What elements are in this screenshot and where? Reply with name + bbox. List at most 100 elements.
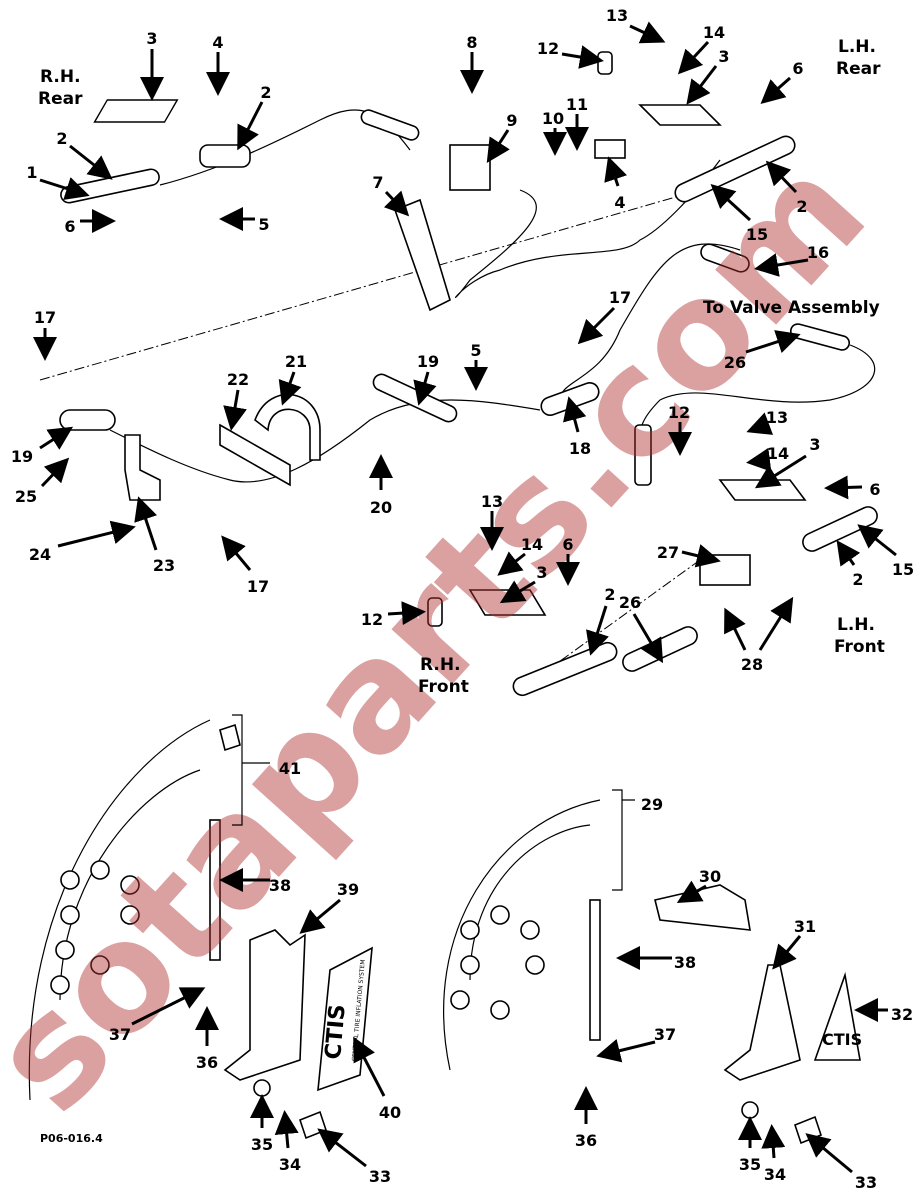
decal-32 — [813, 971, 861, 1061]
rh-rear-plate — [93, 99, 179, 123]
callout-29: 29 — [641, 795, 663, 814]
callout-arrow-3 — [499, 580, 536, 604]
callout-arrow-15 — [857, 524, 897, 557]
callout-20: 20 — [370, 498, 392, 517]
callout-arrow-31 — [772, 935, 802, 970]
decal-40-logo: CTIS — [321, 1003, 351, 1060]
callout-12: 12 — [361, 610, 383, 629]
callout-12: 12 — [537, 39, 559, 58]
callout-6: 6 — [792, 59, 803, 78]
callout-17: 17 — [609, 288, 631, 307]
callout-arrow-2 — [586, 605, 609, 656]
callout-38: 38 — [269, 876, 291, 895]
callout-arrow-4 — [604, 156, 628, 187]
tube-38-right — [589, 899, 601, 1041]
label-rh-rear-1: R.H. — [40, 67, 81, 87]
lh-rear-tube — [674, 135, 796, 203]
callout-8: 8 — [466, 33, 477, 52]
callout-arrow-17 — [577, 306, 616, 345]
callout-13: 13 — [766, 408, 788, 427]
bracket-30 — [654, 884, 751, 931]
callout-arrow-28b — [758, 596, 794, 651]
callout-13: 13 — [481, 492, 503, 511]
lh-rear-plate — [638, 104, 722, 126]
callout-5: 5 — [470, 341, 481, 360]
callout-2: 2 — [796, 197, 807, 216]
callout-arrow-33 — [317, 1128, 367, 1168]
callout-40: 40 — [379, 1103, 401, 1122]
callout-17: 17 — [247, 577, 269, 596]
rh-rear-clamp — [199, 144, 251, 168]
callout-37: 37 — [654, 1025, 676, 1044]
callout-5: 5 — [258, 215, 269, 234]
callout-19: 19 — [417, 352, 439, 371]
callout-arrow-14 — [677, 40, 710, 75]
callout-arrow-26 — [632, 613, 664, 664]
callout-arrow-3 — [686, 65, 718, 105]
callout-3: 3 — [146, 29, 157, 48]
callout-38: 38 — [674, 953, 696, 972]
callout-arrow-17 — [221, 535, 252, 571]
callout-14: 14 — [521, 535, 543, 554]
callout-arrow-25 — [40, 457, 70, 488]
callout-34: 34 — [764, 1165, 786, 1184]
callout-arrow-19 — [413, 371, 437, 406]
strip-22 — [219, 423, 291, 487]
hose-26-upper — [789, 323, 851, 351]
callout-41: 41 — [279, 759, 301, 778]
callout-7: 7 — [372, 173, 383, 192]
callout-35: 35 — [251, 1135, 273, 1154]
callout-arrow-39 — [299, 898, 341, 934]
air-hose-valve — [559, 243, 741, 401]
hose-26-front — [622, 626, 698, 672]
callout-27: 27 — [657, 543, 679, 562]
callout-14: 14 — [703, 23, 725, 42]
callout-24: 24 — [29, 545, 51, 564]
bracket-29 — [612, 789, 635, 891]
callout-35: 35 — [739, 1155, 761, 1174]
callout-16: 16 — [807, 243, 829, 262]
clamp-21 — [254, 393, 321, 461]
callout-arrow-6 — [824, 475, 863, 500]
callout-3: 3 — [809, 435, 820, 454]
centerline-upper — [39, 189, 701, 381]
label-lh-front-2: Front — [834, 637, 885, 657]
callout-32: 32 — [891, 1005, 913, 1024]
callout-37: 37 — [109, 1025, 131, 1044]
callout-9: 9 — [506, 111, 517, 130]
callout-15: 15 — [892, 560, 914, 579]
callout-36: 36 — [196, 1053, 218, 1072]
callout-arrow-3 — [754, 454, 807, 489]
callout-36: 36 — [575, 1131, 597, 1150]
callout-arrow-18 — [563, 396, 587, 433]
callout-arrow-24 — [57, 520, 136, 548]
clamp-19-left — [59, 409, 116, 431]
rh-rear-tube — [60, 168, 160, 204]
callout-33: 33 — [369, 1167, 391, 1186]
callout-arrow-16 — [754, 253, 809, 277]
callout-14: 14 — [767, 444, 789, 463]
callout-13: 13 — [606, 6, 628, 25]
lh-front-tube — [802, 506, 878, 552]
callout-6: 6 — [869, 480, 880, 499]
callout-arrow-26 — [745, 330, 801, 354]
label-lh-rear-1: L.H. — [838, 37, 876, 57]
callout-2: 2 — [260, 83, 271, 102]
callout-30: 30 — [699, 867, 721, 886]
callout-arrow-12 — [387, 601, 426, 626]
callout-arrow-27 — [681, 544, 721, 568]
label-rh-front-1: R.H. — [420, 655, 461, 675]
callout-31: 31 — [794, 917, 816, 936]
callout-10: 10 — [542, 109, 564, 128]
bracket-39 — [223, 929, 306, 1081]
tube-19-mid — [372, 373, 458, 423]
bracket-7 — [393, 198, 451, 312]
callout-arrow-33 — [805, 1133, 853, 1174]
callout-arrow-37 — [131, 987, 206, 1026]
fitting-lh-front — [634, 424, 652, 486]
line-drawing: CTIS sotaparts.com — [0, 51, 899, 1144]
callout-arrow-1 — [39, 177, 90, 200]
callout-12: 12 — [668, 403, 690, 422]
callout-18: 18 — [569, 439, 591, 458]
callout-arrow-6 — [760, 76, 791, 104]
